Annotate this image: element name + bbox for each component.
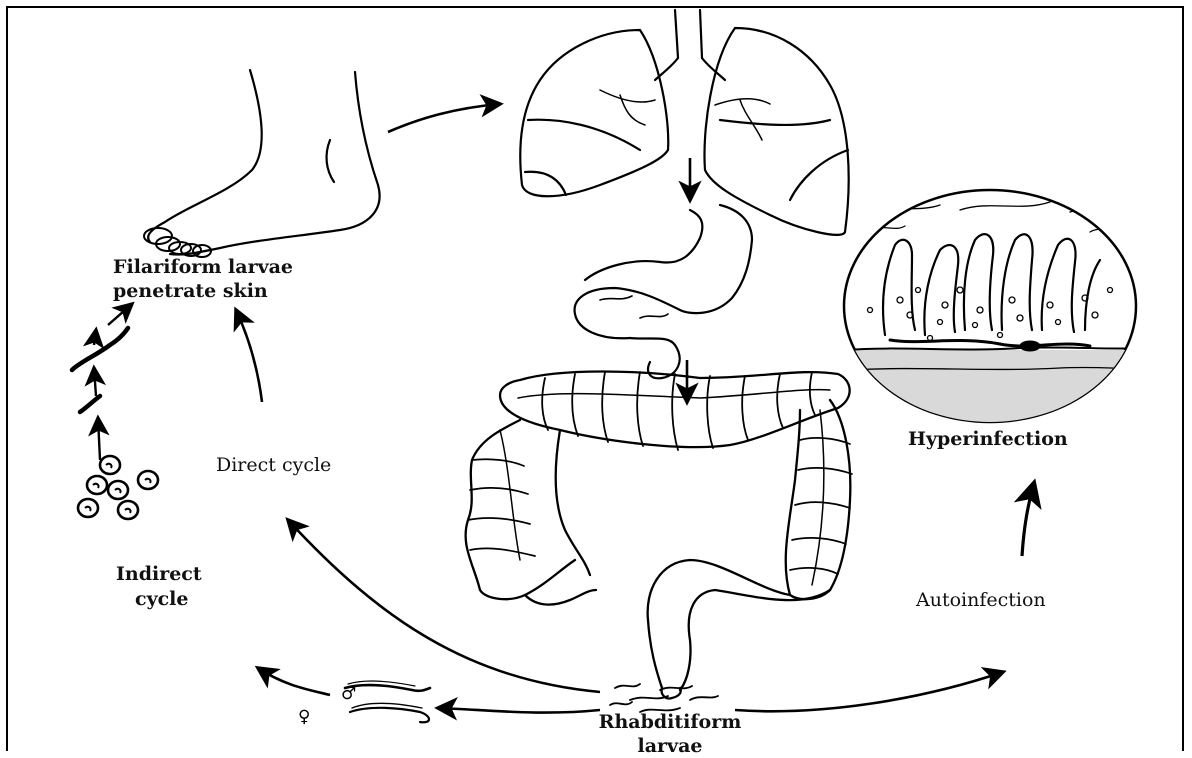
label-autoinfection: Autoinfection (916, 588, 1046, 612)
label-filariform: Filariform larvae (113, 255, 293, 279)
foot-drawing (144, 70, 380, 257)
stomach-drawing (575, 205, 752, 378)
larvae-squiggles (72, 328, 718, 722)
male-symbol: ♂ (341, 684, 356, 704)
label-hyperinfection: Hyperinfection (908, 427, 1068, 451)
female-symbol: ♀ (298, 707, 310, 727)
label-indirect-1: Indirect (116, 562, 202, 586)
direct-cycle-arrow (288, 520, 600, 692)
eggs-cluster (78, 456, 158, 519)
label-rhabditiform-1: Rhabditiform (590, 710, 750, 734)
autoinfection-arrow (735, 672, 1003, 711)
body-path-arrows (388, 104, 690, 402)
lungs-drawing (520, 10, 848, 235)
label-direct-cycle: Direct cycle (216, 453, 331, 477)
intestine-villi-inset (840, 190, 1140, 430)
colon-drawing (466, 372, 852, 699)
label-penetrate-skin: penetrate skin (113, 279, 268, 303)
label-rhabditiform-2: larvae (590, 734, 750, 758)
hyperinfection-arrow (1022, 483, 1034, 556)
label-indirect-2: cycle (135, 587, 188, 611)
